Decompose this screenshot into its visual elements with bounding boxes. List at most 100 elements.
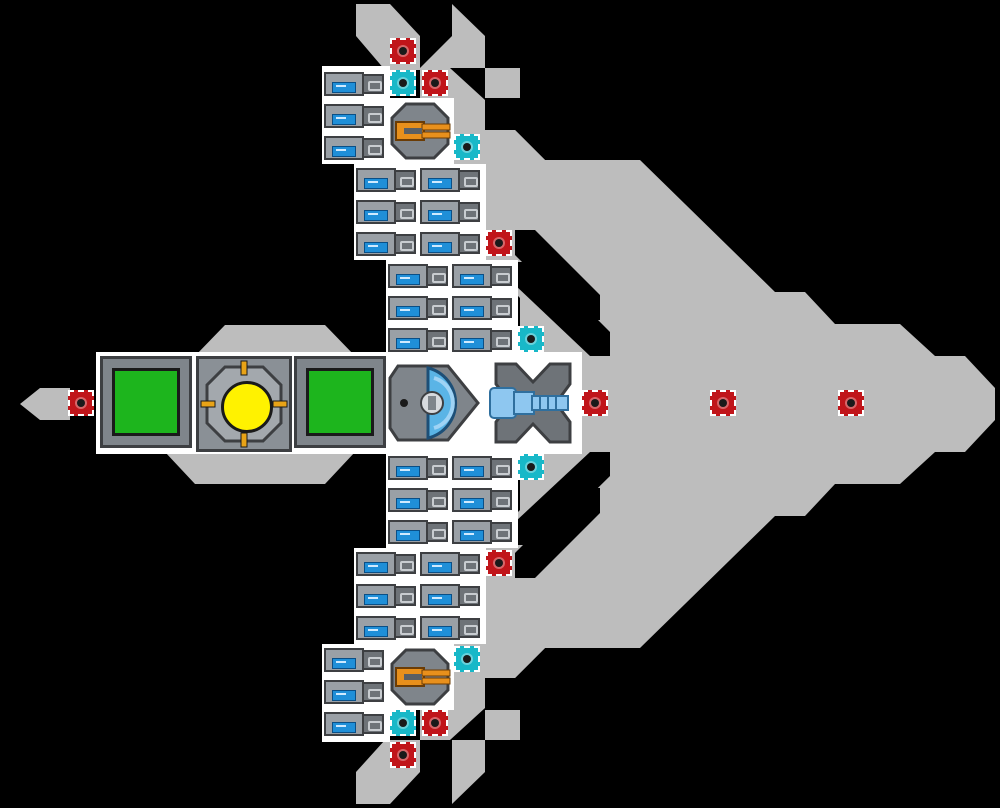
thruster-icon[interactable] <box>420 166 480 194</box>
red-hardpoint-icon[interactable] <box>838 390 864 416</box>
thruster-icon[interactable] <box>324 70 384 98</box>
main-cannon-module[interactable] <box>486 358 580 448</box>
thruster-nozzle <box>362 74 384 94</box>
thruster-nozzle <box>394 170 416 190</box>
hull-wedge-bottom-2 <box>515 580 545 678</box>
thruster-glow <box>460 498 484 509</box>
thruster-icon[interactable] <box>420 614 480 642</box>
thruster-nozzle <box>458 618 480 638</box>
thruster-icon[interactable] <box>420 582 480 610</box>
thruster-body <box>324 648 364 672</box>
thruster-glow <box>428 210 452 221</box>
hardpoint-center-dot <box>77 399 85 407</box>
thruster-glow <box>396 306 420 317</box>
cargo-module-right[interactable] <box>294 356 386 448</box>
thruster-icon[interactable] <box>356 230 416 258</box>
hardpoint-center-dot <box>431 719 439 727</box>
cyan-hardpoint-icon[interactable] <box>390 70 416 96</box>
thruster-icon[interactable] <box>324 646 384 674</box>
thruster-glow <box>332 722 356 733</box>
thruster-glow <box>428 594 452 605</box>
thruster-icon[interactable] <box>324 710 384 738</box>
hull-slit-6 <box>485 678 545 708</box>
thruster-nozzle <box>490 330 512 350</box>
thruster-glow <box>396 498 420 509</box>
thruster-nozzle <box>362 650 384 670</box>
thruster-body <box>356 200 396 224</box>
cargo-module-left[interactable] <box>100 356 192 448</box>
red-hardpoint-icon[interactable] <box>422 710 448 736</box>
cyan-hardpoint-icon[interactable] <box>518 454 544 480</box>
red-hardpoint-icon[interactable] <box>390 38 416 64</box>
thruster-body <box>420 616 460 640</box>
thruster-glow <box>428 562 452 573</box>
cyan-hardpoint-icon[interactable] <box>518 326 544 352</box>
thruster-body <box>324 104 364 128</box>
hardpoint-center-dot <box>431 79 439 87</box>
thruster-icon[interactable] <box>388 262 448 290</box>
turret-bottom[interactable] <box>388 646 452 708</box>
thruster-nozzle <box>394 618 416 638</box>
red-hardpoint-icon[interactable] <box>582 390 608 416</box>
thruster-icon[interactable] <box>388 518 448 546</box>
thruster-icon[interactable] <box>452 518 512 546</box>
hardpoint-center-dot <box>527 463 535 471</box>
cargo-module-icon <box>306 368 374 436</box>
hardpoint-center-dot <box>847 399 855 407</box>
thruster-icon[interactable] <box>324 134 384 162</box>
hardpoint-center-dot <box>463 143 471 151</box>
hardpoint-center-dot <box>591 399 599 407</box>
turret-top[interactable] <box>388 100 452 162</box>
red-hardpoint-icon[interactable] <box>422 70 448 96</box>
thruster-icon[interactable] <box>452 454 512 482</box>
thruster-glow <box>460 338 484 349</box>
thruster-glow <box>396 530 420 541</box>
cockpit-module[interactable] <box>388 358 484 448</box>
thruster-icon[interactable] <box>388 454 448 482</box>
red-hardpoint-icon[interactable] <box>710 390 736 416</box>
hardpoint-center-dot <box>463 655 471 663</box>
thruster-body <box>388 328 428 352</box>
red-hardpoint-icon[interactable] <box>68 390 94 416</box>
thruster-icon[interactable] <box>452 294 512 322</box>
thruster-icon[interactable] <box>420 230 480 258</box>
thruster-icon[interactable] <box>388 294 448 322</box>
red-hardpoint-icon[interactable] <box>486 230 512 256</box>
hull-wedge-top-1 <box>485 68 520 98</box>
thruster-icon[interactable] <box>388 486 448 514</box>
hardpoint-center-dot <box>495 559 503 567</box>
hull-main-wing <box>420 4 995 804</box>
thruster-glow <box>364 178 388 189</box>
hull-wedge-bottom-1 <box>485 710 520 740</box>
cyan-hardpoint-icon[interactable] <box>454 134 480 160</box>
thruster-icon[interactable] <box>356 198 416 226</box>
cyan-hardpoint-icon[interactable] <box>454 646 480 672</box>
thruster-icon[interactable] <box>388 326 448 354</box>
thruster-icon[interactable] <box>420 550 480 578</box>
thruster-glow <box>364 210 388 221</box>
thruster-icon[interactable] <box>452 486 512 514</box>
thruster-body <box>356 616 396 640</box>
thruster-body <box>452 456 492 480</box>
thruster-nozzle <box>362 106 384 126</box>
red-hardpoint-icon[interactable] <box>486 550 512 576</box>
hull-slit-5 <box>485 100 545 130</box>
red-hardpoint-icon[interactable] <box>390 742 416 768</box>
thruster-icon[interactable] <box>356 550 416 578</box>
thruster-nozzle <box>426 266 448 286</box>
thruster-icon[interactable] <box>420 198 480 226</box>
thruster-icon[interactable] <box>324 678 384 706</box>
thruster-icon[interactable] <box>356 614 416 642</box>
thruster-nozzle <box>490 458 512 478</box>
thruster-icon[interactable] <box>324 102 384 130</box>
thruster-body <box>388 264 428 288</box>
thruster-icon[interactable] <box>452 326 512 354</box>
thruster-nozzle <box>362 682 384 702</box>
cyan-hardpoint-icon[interactable] <box>390 710 416 736</box>
thruster-icon[interactable] <box>356 166 416 194</box>
thruster-icon[interactable] <box>356 582 416 610</box>
reactor-module[interactable] <box>196 356 292 452</box>
thruster-nozzle <box>458 554 480 574</box>
thruster-icon[interactable] <box>452 262 512 290</box>
